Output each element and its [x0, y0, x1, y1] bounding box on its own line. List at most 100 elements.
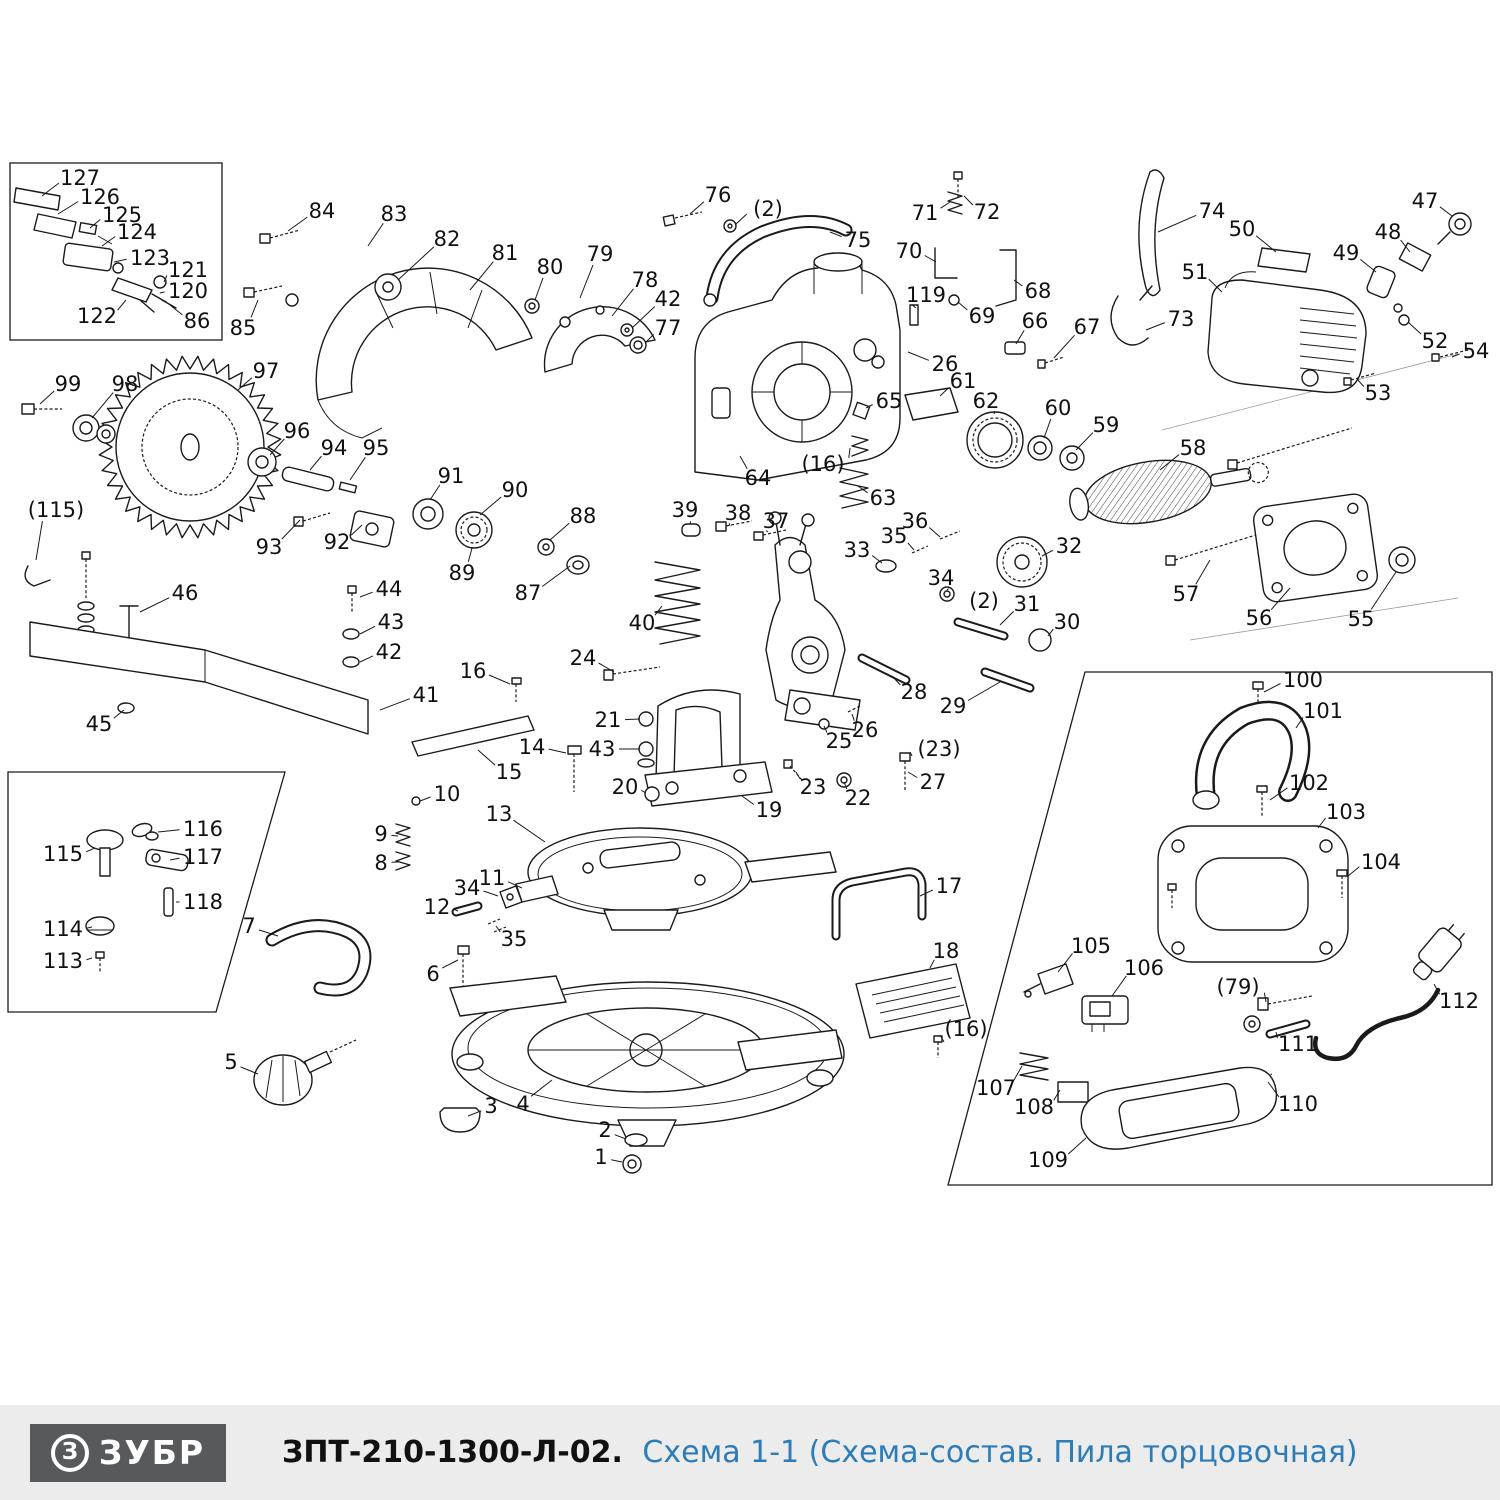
part-label: 47 [1412, 189, 1439, 213]
leader-line [654, 605, 663, 616]
leader-line [507, 881, 523, 889]
part-label: 95 [363, 436, 390, 460]
part-label: 121 [168, 258, 208, 282]
part-label: 123 [130, 246, 170, 270]
leader-line [467, 547, 473, 563]
leader-line [929, 959, 935, 969]
leader-line [957, 301, 968, 311]
leader-line [907, 351, 929, 361]
leader-line [1195, 559, 1211, 585]
leader-line [429, 484, 441, 501]
part-label: (115) [28, 498, 84, 522]
leader-line [871, 555, 883, 564]
leader-line [41, 182, 60, 197]
base [439, 975, 845, 1174]
brush-parts [1257, 212, 1472, 386]
power-cord [1313, 923, 1465, 1061]
part-label: 39 [672, 498, 699, 522]
part-label: 1 [594, 1145, 607, 1169]
leader-line [1255, 235, 1277, 253]
leader-line [735, 213, 748, 225]
leader-line [113, 258, 127, 263]
part-label: 23 [800, 775, 827, 799]
motor-screws [1165, 427, 1353, 566]
part-label: 4 [516, 1092, 529, 1116]
leader-line [117, 299, 127, 311]
leader-line [359, 591, 373, 598]
leader-line [1275, 1031, 1278, 1039]
leader-line [963, 195, 974, 206]
part-label: 22 [845, 786, 872, 810]
part-label: 105 [1071, 934, 1111, 958]
leader-line [741, 795, 755, 805]
part-label: 91 [438, 464, 465, 488]
leader-line [940, 201, 951, 209]
part-label: 35 [501, 927, 528, 951]
part-label: 59 [1093, 413, 1120, 437]
part-label: 48 [1375, 220, 1402, 244]
part-label: 93 [256, 535, 283, 559]
leader-line [419, 796, 431, 802]
part-label: 15 [496, 760, 523, 784]
part-label: 44 [376, 577, 403, 601]
leader-line [85, 847, 96, 853]
leader-line [86, 926, 93, 929]
part-label: 61 [950, 369, 977, 393]
part-label: 69 [969, 304, 996, 328]
part-label: 89 [449, 561, 476, 585]
leader-line [477, 749, 496, 766]
leader-line [35, 521, 43, 561]
leader-line [829, 231, 842, 238]
leader-line [939, 387, 950, 397]
part-label: 25 [826, 729, 853, 753]
leader-line [513, 819, 546, 843]
part-label: 13 [486, 802, 513, 826]
zubr-logo: З ЗУБР [30, 1423, 226, 1482]
leader-line [1013, 1065, 1023, 1081]
part-label: 98 [112, 372, 139, 396]
part-label: 74 [1199, 199, 1226, 223]
part-label: 60 [1045, 396, 1072, 420]
leader-line [488, 674, 511, 685]
leader-line [765, 530, 769, 533]
fence-screws [342, 585, 360, 668]
guard-screws [243, 229, 301, 307]
leader-line [1270, 587, 1291, 611]
leader-line [1439, 206, 1453, 217]
leader-line [281, 519, 301, 540]
part-label: 65 [876, 389, 903, 413]
leader-line [250, 299, 259, 318]
lock-knob-parts [85, 822, 189, 972]
clamp-and-plate [831, 867, 971, 1058]
leader-line [857, 485, 868, 494]
switch-parts [1023, 963, 1129, 1032]
part-label: 103 [1326, 800, 1366, 824]
leader-line [1053, 1089, 1061, 1101]
part-label: 43 [589, 737, 616, 761]
leader-line [350, 524, 363, 536]
leader-line [1400, 239, 1411, 253]
fence [29, 621, 369, 735]
leader-line [549, 522, 570, 541]
head-linkage [909, 171, 1065, 369]
leader-line [993, 411, 996, 415]
part-label: 58 [1180, 436, 1207, 460]
leader-line [1263, 992, 1267, 1003]
part-label: 124 [117, 220, 157, 244]
part-label: (16) [944, 1017, 987, 1041]
leader-line [967, 681, 1001, 701]
leader-line [848, 447, 851, 458]
part-label: 64 [745, 466, 772, 490]
leader-line [909, 751, 913, 757]
part-label: 38 [725, 501, 752, 525]
leader-line [919, 889, 934, 897]
leader-line [1111, 975, 1127, 997]
leader-line [101, 236, 116, 247]
part-label: 87 [515, 581, 542, 605]
part-label: 109 [1028, 1148, 1068, 1172]
part-label: 108 [1014, 1095, 1054, 1119]
leader-line [939, 1034, 945, 1043]
leader-line [159, 291, 165, 294]
